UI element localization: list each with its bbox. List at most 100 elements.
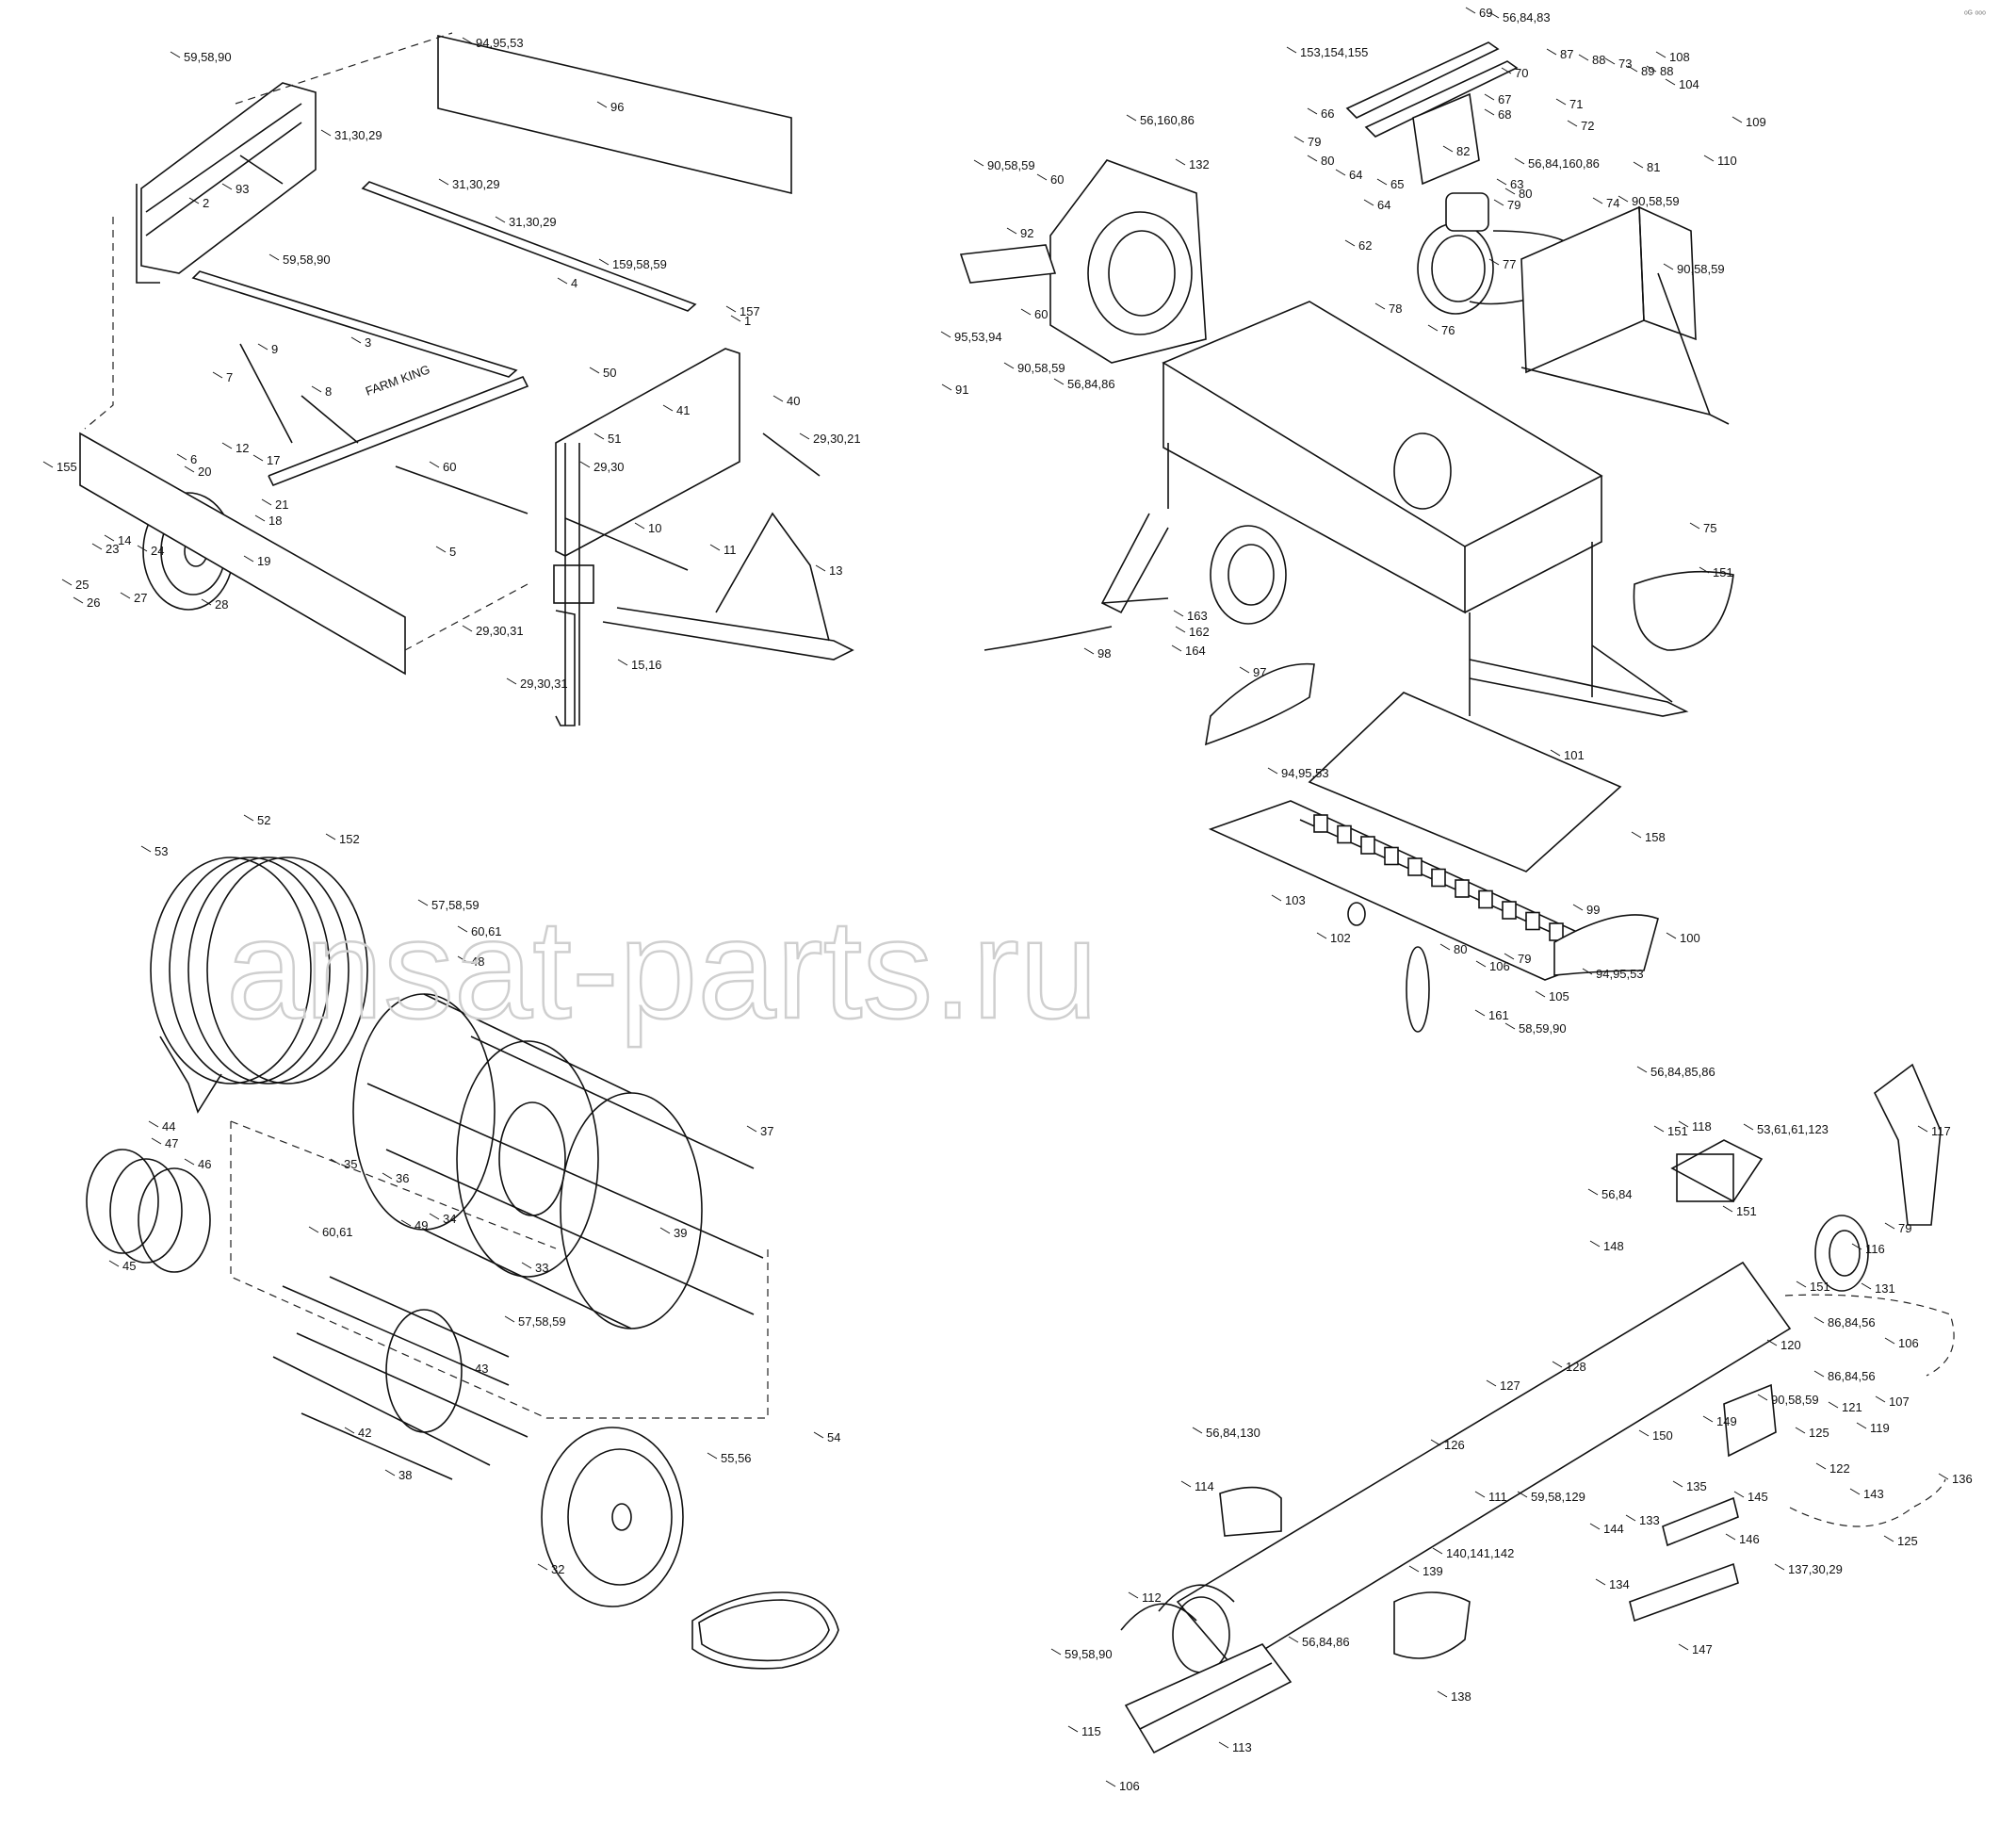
part-callout: 17 — [267, 453, 280, 467]
leader-line — [1180, 1480, 1192, 1488]
part-callout: 78 — [1389, 302, 1402, 316]
leader-line — [1175, 626, 1186, 633]
part-callout: 13 — [829, 563, 842, 578]
leader-line — [137, 545, 148, 552]
part-callout: 36 — [396, 1171, 409, 1185]
leader-line — [429, 1213, 440, 1220]
leader-line — [417, 899, 429, 906]
leader-line — [772, 395, 784, 402]
leader-line — [504, 1315, 515, 1323]
part-callout: 8 — [325, 384, 332, 399]
part-callout: 15,16 — [631, 658, 662, 672]
leader-line — [1316, 932, 1327, 939]
leader-line — [350, 336, 362, 344]
leader-line — [1307, 155, 1318, 162]
part-callout: 136 — [1952, 1472, 1973, 1486]
leader-line — [268, 253, 280, 261]
part-callout: 116 — [1865, 1242, 1885, 1256]
leader-line — [973, 159, 984, 167]
part-callout: 110 — [1717, 154, 1737, 168]
part-callout: 104 — [1679, 77, 1699, 91]
leader-line — [1126, 114, 1137, 122]
part-callout: 99 — [1586, 903, 1600, 917]
frame-assembly: FARM KING 59,58,9094,95,539631,30,2931,3… — [0, 0, 861, 726]
leader-line — [188, 197, 200, 204]
leader-line — [1633, 161, 1644, 169]
leader-line — [1722, 1205, 1733, 1213]
part-callout: 82 — [1456, 144, 1470, 158]
part-callout: 74 — [1606, 196, 1619, 210]
part-callout: 128 — [1566, 1360, 1586, 1374]
leader-line — [1582, 968, 1593, 975]
part-callout: 20 — [198, 465, 211, 479]
frame-brand-label: FARM KING — [364, 362, 431, 399]
part-callout: 139 — [1423, 1564, 1443, 1578]
leader-line — [1655, 51, 1666, 58]
leader-line — [61, 579, 73, 586]
leader-line — [1851, 1243, 1862, 1250]
auger-flight — [1525, 911, 1540, 931]
part-callout: 107 — [1889, 1395, 1910, 1409]
part-callout: 122 — [1829, 1461, 1850, 1476]
part-callout: 135 — [1686, 1479, 1707, 1493]
leader-line — [1496, 178, 1507, 186]
part-callout: 12 — [236, 441, 249, 455]
leader-line — [1815, 1462, 1827, 1470]
leader-line — [1638, 1429, 1650, 1437]
leader-line — [1555, 98, 1567, 106]
leader-line — [1036, 173, 1048, 181]
leader-line — [212, 371, 223, 379]
leader-line — [1663, 263, 1674, 270]
leader-line — [589, 367, 600, 374]
part-callout: 125 — [1809, 1426, 1829, 1440]
part-callout: 56,84,83 — [1503, 10, 1551, 24]
part-callout: 44 — [162, 1119, 175, 1134]
part-callout: 7 — [226, 370, 233, 384]
leader-line — [1053, 378, 1065, 385]
part-callout: 150 — [1652, 1428, 1673, 1443]
leader-line — [1813, 1370, 1825, 1378]
leader-line — [1678, 1120, 1689, 1128]
leader-line — [1678, 1643, 1689, 1651]
leader-line — [1335, 169, 1346, 176]
leader-line — [1796, 1281, 1807, 1288]
part-callout: 106 — [1489, 959, 1510, 973]
part-callout: 6 — [190, 452, 197, 466]
leader-line — [495, 216, 506, 223]
part-callout: 144 — [1603, 1522, 1624, 1536]
leader-line — [1442, 145, 1454, 153]
part-callout: 87 — [1560, 47, 1573, 61]
part-callout: 67 — [1498, 92, 1511, 106]
leader-line — [1578, 54, 1589, 61]
part-callout: 71 — [1569, 97, 1583, 111]
leader-line — [1128, 1591, 1139, 1599]
auger-flight — [1431, 868, 1446, 888]
part-callout: 153,154,155 — [1300, 45, 1368, 59]
part-callout: 5 — [449, 545, 456, 559]
part-callout: 3 — [365, 335, 371, 350]
leader-line — [709, 544, 721, 551]
part-callout: 79 — [1518, 952, 1531, 966]
part-callout: 56,84,85,86 — [1650, 1065, 1715, 1079]
leader-line — [1917, 1125, 1928, 1133]
part-callout: 50 — [603, 366, 616, 380]
leader-line — [221, 183, 233, 190]
leader-line — [1766, 1339, 1778, 1346]
leader-line — [311, 385, 322, 393]
leader-line — [1271, 894, 1282, 902]
leader-line — [261, 498, 272, 506]
leader-line — [1589, 1523, 1601, 1530]
part-callout: 53 — [154, 844, 168, 858]
part-callout: 14 — [118, 533, 131, 547]
part-callout: 149 — [1716, 1414, 1737, 1428]
part-callout: 94,95,53 — [476, 36, 524, 50]
part-callout: 62 — [1358, 238, 1372, 253]
part-callout: 108 — [1669, 50, 1690, 64]
leader-line — [746, 1125, 757, 1133]
leader-line — [462, 625, 473, 632]
part-callout: 29,30,31 — [520, 677, 568, 691]
part-callout: 24 — [151, 544, 164, 558]
part-callout: 59,58,90 — [184, 50, 232, 64]
part-callout: 94,95,53 — [1281, 766, 1329, 780]
